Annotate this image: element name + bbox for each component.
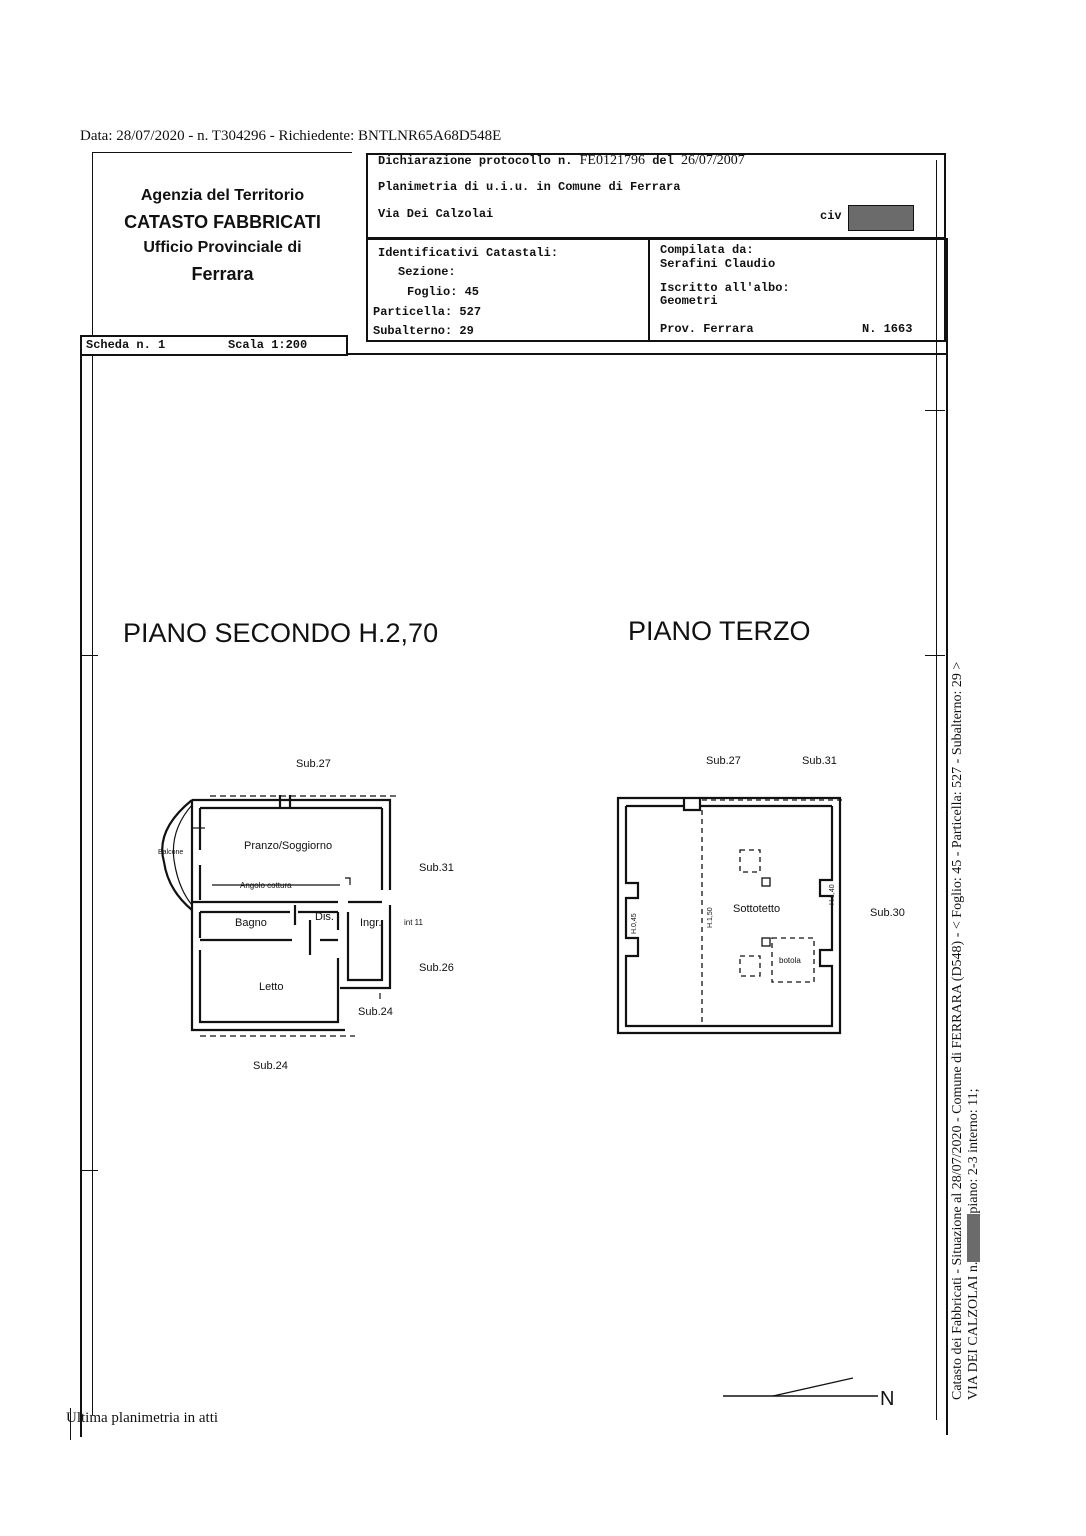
wall xyxy=(682,798,702,812)
fp2-bagno: Bagno xyxy=(235,917,267,929)
fp3-sub30: Sub.30 xyxy=(870,907,905,919)
address-line: Via Dei Calzolai xyxy=(378,207,494,221)
fp2-sub24-bottom: Sub.24 xyxy=(253,1060,288,1072)
identifiers-foglio: Foglio: 45 xyxy=(407,285,480,299)
fp2-pranzo: Pranzo/Soggiorno xyxy=(244,840,333,852)
third-floor-title: PIANO TERZO xyxy=(628,616,811,646)
agency-office: Ufficio Provinciale di xyxy=(143,239,302,256)
scheda-scale: Scala 1:200 xyxy=(228,338,308,352)
redacted-number-block xyxy=(967,1213,981,1262)
tick-mark xyxy=(82,655,98,656)
boundary-dashed xyxy=(345,987,381,1000)
request-header: Data: 28/07/2020 - n. T304296 - Richiede… xyxy=(80,128,502,144)
inner-frame-right xyxy=(936,160,937,1420)
footer-mark xyxy=(70,1408,71,1440)
fp3-height-mid: H.1,50 xyxy=(707,907,714,928)
chimney xyxy=(761,937,771,947)
chimney xyxy=(761,877,771,887)
tick-mark xyxy=(82,1170,98,1171)
civ-label: civ xyxy=(820,209,842,223)
skylight xyxy=(739,849,761,873)
planimetry-line: Planimetria di u.i.u. in Comune di Ferra… xyxy=(378,180,681,194)
fp2-ingr: Ingr. xyxy=(360,917,382,929)
declaration-protocol: Dichiarazione protocollo n. FE0121796 de… xyxy=(378,153,745,169)
fp2-balcone: Balcone xyxy=(158,849,184,856)
frame-line xyxy=(92,152,352,153)
drawing-frame-top xyxy=(348,353,946,355)
wall xyxy=(616,796,842,1035)
second-floor-title: PIANO SECONDO H.2,70 xyxy=(123,618,439,648)
protocol-date: 26/07/2007 xyxy=(681,153,745,168)
fp2-sub31: Sub.31 xyxy=(419,862,454,874)
protocol-number: FE0121796 xyxy=(579,153,645,168)
scheda-number: Scheda n. 1 xyxy=(86,338,166,352)
wall xyxy=(624,806,834,1028)
north-label: N xyxy=(880,1388,895,1410)
identifiers-subalterno: Subalterno: 29 xyxy=(373,324,474,338)
albo-label: Iscritto all'albo: xyxy=(660,281,790,295)
albo-value: Geometri xyxy=(660,294,718,308)
skylight xyxy=(739,955,761,977)
frame-line xyxy=(92,152,93,337)
wall xyxy=(278,795,292,808)
side-floor-info: piano: 2-3 interno: 11; xyxy=(966,1088,981,1214)
compiler-name: Serafini Claudio xyxy=(660,257,776,271)
fp3-sottotetto: Sottotetto xyxy=(733,903,781,915)
agency-city: Ferrara xyxy=(191,264,254,284)
compiler-number: N. 1663 xyxy=(862,322,913,336)
footer-note: Ultima planimetria in atti xyxy=(66,1410,219,1426)
fp3-botola: botola xyxy=(779,956,801,965)
tick-mark xyxy=(925,655,945,656)
fp2-letto: Letto xyxy=(259,981,284,993)
protocol-label: Dichiarazione protocollo n. xyxy=(378,154,573,168)
identifiers-title: Identificativi Catastali: xyxy=(378,246,559,260)
identifiers-particella: Particella: 527 xyxy=(373,305,482,319)
drawing-frame-right xyxy=(946,238,948,1435)
fp2-sub26: Sub.26 xyxy=(419,962,454,974)
side-address-line: VIA DEI CALZOLAI n. piano: 2-3 interno: 1… xyxy=(966,1089,982,1401)
wall xyxy=(346,912,384,982)
fp3-sub27: Sub.27 xyxy=(706,755,741,767)
tick-mark xyxy=(925,410,945,411)
third-floor-plan xyxy=(616,796,844,1035)
scheda-box xyxy=(80,335,348,356)
counter-line xyxy=(345,877,351,885)
date-label: del xyxy=(652,154,674,168)
wall xyxy=(192,798,392,890)
wall xyxy=(198,912,340,1024)
fp2-sub27: Sub.27 xyxy=(296,758,331,770)
side-address: VIA DEI CALZOLAI n. xyxy=(966,1261,981,1400)
wall xyxy=(190,800,345,1032)
fp3-height-right: H.1,40 xyxy=(829,884,836,905)
side-situation-line: Catasto dei Fabbricati - Situazione al 2… xyxy=(950,661,965,1400)
compiler-box xyxy=(648,238,946,342)
balcony-outline xyxy=(161,799,193,911)
north-arrow-icon xyxy=(723,1377,878,1397)
fp3-sub31: Sub.31 xyxy=(802,755,837,767)
compiler-province: Prov. Ferrara xyxy=(660,322,754,336)
agency-catasto: CATASTO FABBRICATI xyxy=(124,212,321,232)
fp2-sub24-right: Sub.24 xyxy=(358,1006,393,1018)
hatch-outline xyxy=(771,937,815,983)
fp2-angolo: Angolo cottura xyxy=(240,881,292,890)
drawing-frame-left xyxy=(80,355,82,1437)
identifiers-sezione: Sezione: xyxy=(398,265,456,279)
balcony-outline xyxy=(172,804,193,906)
inner-frame-left xyxy=(92,355,93,1415)
fp2-int: int 11 xyxy=(404,918,423,927)
fp3-height-left: H.0,45 xyxy=(631,913,638,934)
compiler-label: Compilata da: xyxy=(660,243,754,257)
redacted-civ-block xyxy=(848,205,914,231)
agency-name: Agenzia del Territorio xyxy=(140,187,305,204)
second-floor-plan xyxy=(161,795,400,1037)
fp2-dis: Dis. xyxy=(315,911,334,923)
agency-block: Agenzia del Territorio CATASTO FABBRICAT… xyxy=(95,183,350,287)
